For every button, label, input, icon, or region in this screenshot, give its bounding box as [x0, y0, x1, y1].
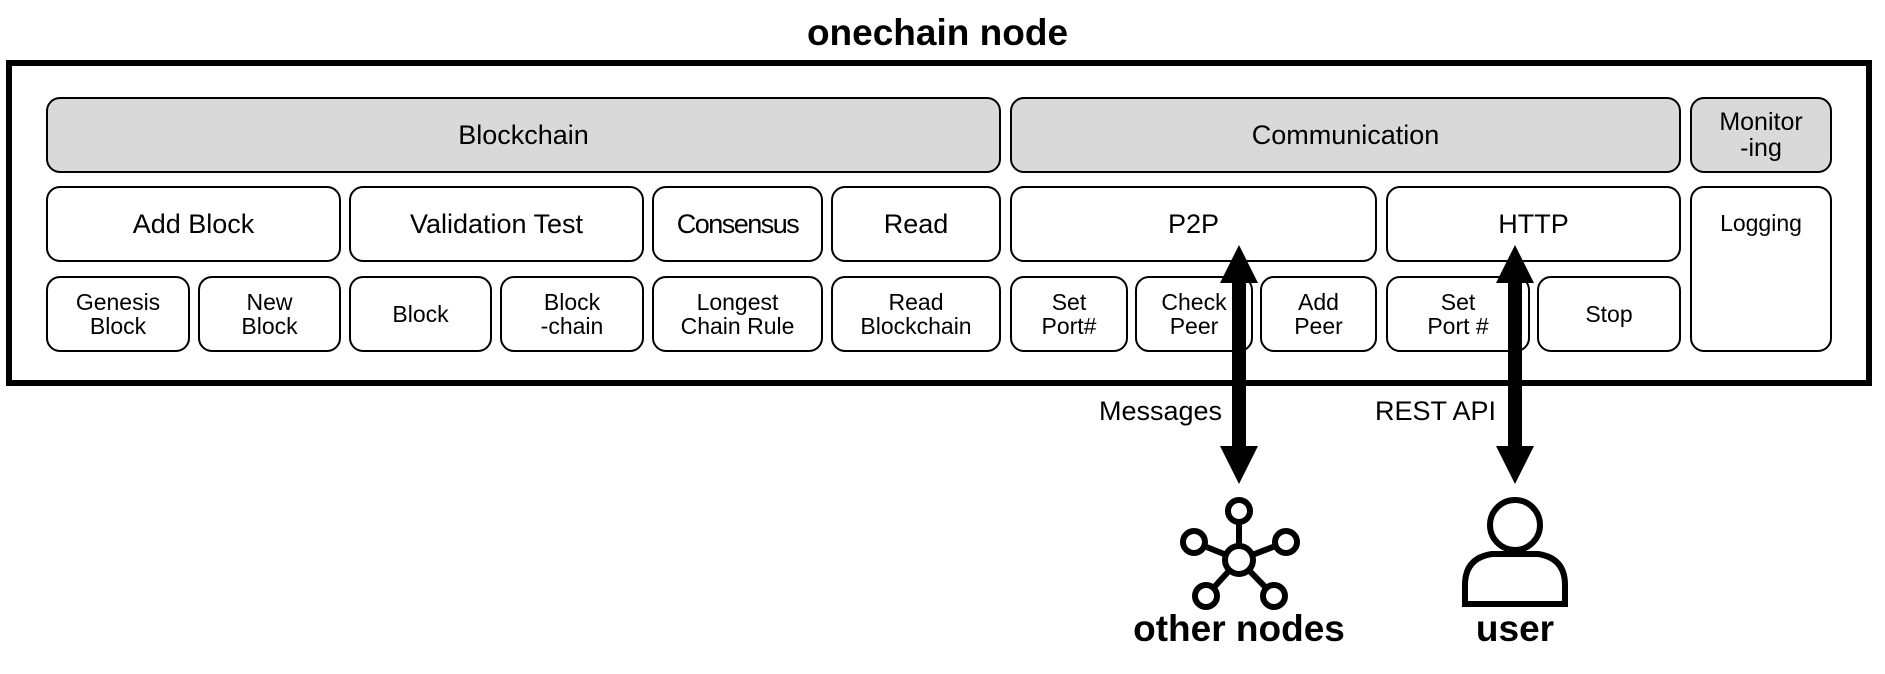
other-nodes-label: other nodes [1133, 608, 1345, 649]
module-http: HTTP [1386, 186, 1681, 262]
module-consensus: Consensus [652, 186, 823, 262]
header-blockchain: Blockchain [46, 97, 1001, 173]
module-validation-test: Validation Test [349, 186, 644, 262]
messages-arrow [1220, 245, 1258, 484]
network-hub-icon [1180, 497, 1300, 610]
module-add-block: Add Block [46, 186, 341, 262]
header-communication: Communication [1010, 97, 1681, 173]
onechain-node-frame [6, 60, 1872, 386]
fn-longest-chain-rule: Longest Chain Rule [652, 276, 823, 352]
diagram-title: onechain node [806, 12, 1069, 53]
fn-set-port-p2p: Set Port# [1010, 276, 1128, 352]
rest-api-arrow [1496, 245, 1534, 484]
module-logging: Logging [1690, 186, 1832, 352]
fn-add-peer: Add Peer [1260, 276, 1377, 352]
user-icon [1462, 497, 1568, 607]
fn-read-blockchain: Read Blockchain [831, 276, 1001, 352]
rest-api-label: REST API [1375, 396, 1497, 426]
fn-stop: Stop [1537, 276, 1681, 352]
fn-block-chain: Block -chain [500, 276, 644, 352]
module-read: Read [831, 186, 1001, 262]
messages-label: Messages [1099, 396, 1223, 426]
user-label: user [1475, 608, 1555, 649]
fn-genesis-block: Genesis Block [46, 276, 190, 352]
module-p2p: P2P [1010, 186, 1377, 262]
fn-new-block: New Block [198, 276, 341, 352]
fn-set-port-http: Set Port # [1386, 276, 1530, 352]
fn-block: Block [349, 276, 492, 352]
header-monitoring: Monitor -ing [1690, 97, 1832, 173]
